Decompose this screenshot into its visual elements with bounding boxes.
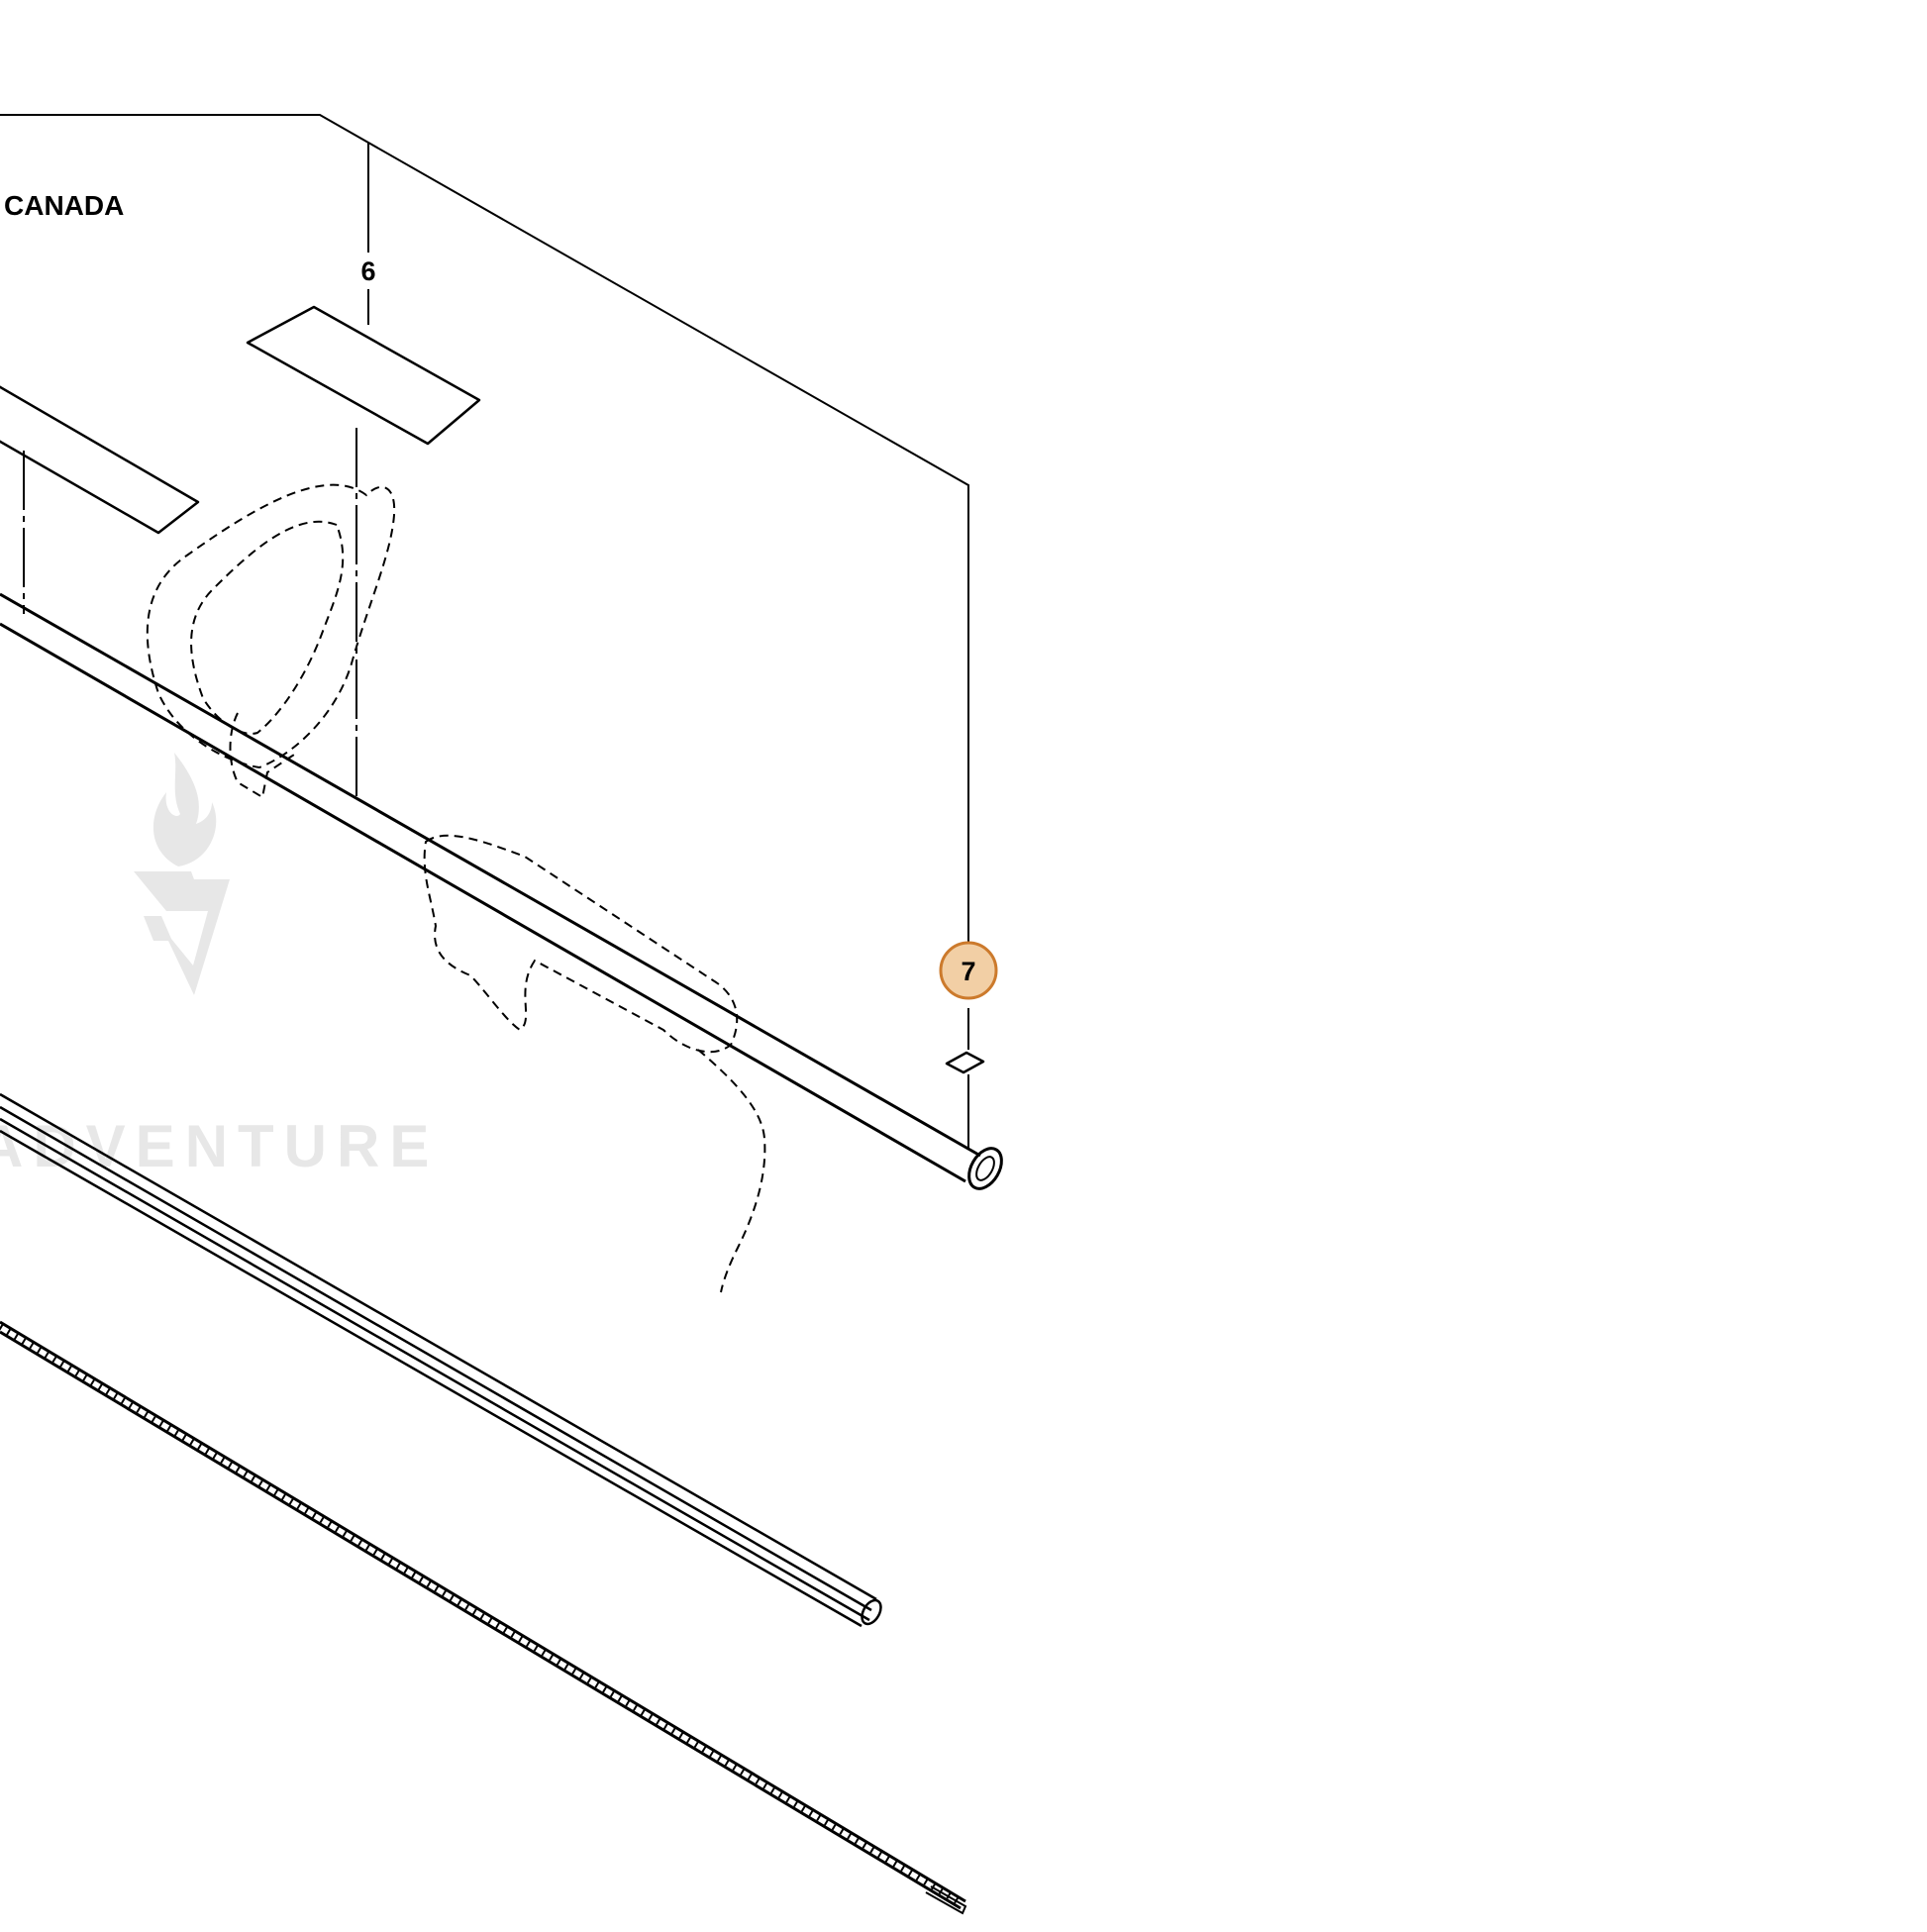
handle-assembly-phantom	[146, 483, 766, 1293]
decals	[0, 305, 985, 1074]
decal-part-6	[246, 305, 481, 446]
watermark: ADVENTURE	[0, 753, 439, 1179]
loop-handle-clamp	[229, 712, 298, 799]
watermark-text: ADVENTURE	[0, 1113, 439, 1179]
decal-part-7-small	[945, 1051, 985, 1074]
flex-cable-tip	[925, 1885, 967, 1915]
callout-part-6[interactable]: 6	[360, 256, 375, 286]
loop-handle-outer	[146, 483, 396, 769]
drive-tube-part-7	[0, 592, 1003, 1190]
flex-cable	[0, 1320, 967, 1915]
drive-tube-top-edge	[0, 592, 981, 1158]
loop-handle-inner	[190, 520, 345, 735]
decal-left	[0, 385, 200, 535]
drive-shaft-end	[861, 1598, 882, 1626]
drive-tube-end	[967, 1147, 1003, 1190]
drive-tube-bore	[975, 1156, 995, 1181]
callout-highlight-circle	[939, 941, 998, 1000]
callout-part-7[interactable]: 7	[939, 941, 998, 1000]
drive-tube-bottom-edge	[0, 622, 966, 1183]
region-label: CANADA	[4, 190, 124, 221]
callout-number-6: 6	[360, 256, 375, 286]
frame-line-top	[0, 114, 969, 948]
watermark-v-mark	[134, 871, 230, 995]
callout-number-7: 7	[961, 957, 975, 986]
throttle-cable	[697, 1049, 766, 1293]
watermark-flame-icon	[152, 753, 217, 866]
trigger-housing	[423, 834, 739, 1054]
drive-shaft	[0, 1092, 882, 1628]
leader-lines	[0, 114, 969, 1149]
